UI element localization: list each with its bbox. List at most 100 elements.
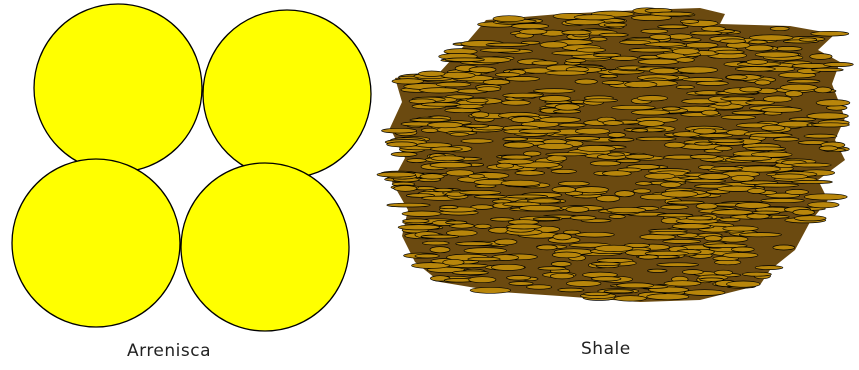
shale-flake [676, 58, 695, 63]
shale-flake [495, 73, 520, 77]
shale-flake [720, 218, 741, 222]
shale-flake [648, 269, 668, 272]
shale-flake [608, 133, 626, 138]
shale-flake [599, 33, 628, 37]
shale-flake [545, 71, 588, 75]
shale-flake [575, 187, 609, 193]
shale-flake [748, 188, 766, 193]
shale-flake [418, 71, 445, 76]
shale-flake [437, 82, 471, 87]
sand-grain-top-right [203, 10, 371, 178]
shale-flake [430, 247, 450, 253]
shale-flake [422, 241, 449, 245]
shale-flake [746, 60, 767, 65]
shale-flake [538, 267, 566, 270]
shale-caption: Shale [581, 339, 631, 359]
shale-flake [696, 203, 717, 209]
shale-flake [490, 218, 514, 221]
shale-flake [682, 270, 703, 275]
shale-flake [551, 169, 576, 173]
shale-flake [645, 173, 675, 179]
shale-flake [532, 61, 558, 65]
shale-flake [477, 87, 501, 92]
shale-flake [607, 207, 646, 213]
shale-flake [526, 285, 551, 289]
shale-flake [740, 87, 762, 92]
shale-flake [566, 281, 601, 287]
shale-flake [565, 137, 600, 141]
shale-flake [604, 290, 634, 293]
shale-flake [785, 91, 802, 97]
shale-flake [810, 54, 832, 60]
shale-flake [470, 287, 511, 293]
shale-flake [596, 195, 619, 201]
shale-flake [533, 217, 560, 220]
shale-flake [391, 152, 417, 156]
shale-flake [519, 129, 561, 133]
shale-flake [552, 252, 581, 258]
shale-flake [602, 171, 631, 176]
shale-flake [460, 190, 501, 194]
shale-flake [636, 137, 676, 141]
shale-flake [755, 52, 799, 57]
shale-flake [446, 221, 467, 224]
shale-flake [491, 264, 524, 270]
shale-flake [672, 48, 699, 54]
shale-flake [771, 174, 807, 179]
shale-flake [738, 166, 780, 172]
shale-flake [615, 191, 635, 197]
shale-flake [509, 282, 533, 286]
shale-flake [493, 16, 525, 22]
shale-flake [714, 270, 732, 275]
shale-flake [575, 79, 597, 84]
shale-flake [632, 129, 648, 132]
shale-flake [761, 107, 802, 112]
shale-flake [410, 118, 449, 121]
shale-flake [684, 290, 725, 296]
shale-flake [661, 205, 689, 209]
shale-flake [715, 50, 745, 54]
shale-flake [387, 142, 417, 147]
shale-flake [731, 175, 754, 181]
shale-flake [506, 195, 548, 198]
shale-flake [636, 182, 652, 186]
shale-flake [616, 159, 640, 162]
shale-flake [645, 251, 688, 255]
shale-flake [638, 120, 664, 126]
shale-flake [731, 247, 754, 252]
shale-flake [667, 201, 704, 204]
shale-flake [735, 202, 770, 208]
sandstone-panel [12, 4, 371, 331]
shale-flake [428, 122, 463, 128]
shale-flake [443, 259, 464, 265]
shale-flake [527, 199, 561, 203]
shale-flake [507, 224, 542, 229]
shale-flake [584, 292, 610, 295]
shale-flake [755, 80, 771, 85]
shale-flake [785, 189, 808, 194]
shale-flake [577, 145, 615, 151]
shale-flake [749, 40, 768, 44]
shale-flake [469, 277, 496, 283]
shale-flake [519, 205, 561, 211]
shale-flake [704, 236, 722, 241]
shale-flake [773, 137, 799, 141]
shale-flake [625, 81, 657, 87]
shale-flake [591, 262, 620, 265]
shale-flake [676, 85, 694, 89]
shale-flake [480, 48, 520, 52]
shale-flake [739, 233, 781, 237]
shale-flake [382, 128, 417, 133]
shale-flake [540, 42, 568, 48]
shale-flake [465, 124, 489, 127]
shale-flake [658, 25, 688, 29]
shale-flake [620, 40, 651, 44]
shale-flake [576, 232, 615, 237]
shale-flake [415, 254, 439, 258]
shale-flake [576, 48, 605, 52]
shale-flake [660, 182, 681, 188]
shale-flake [430, 147, 462, 151]
shale-flake [819, 146, 838, 151]
shale-flake [440, 206, 458, 209]
shale-flake [552, 187, 576, 193]
